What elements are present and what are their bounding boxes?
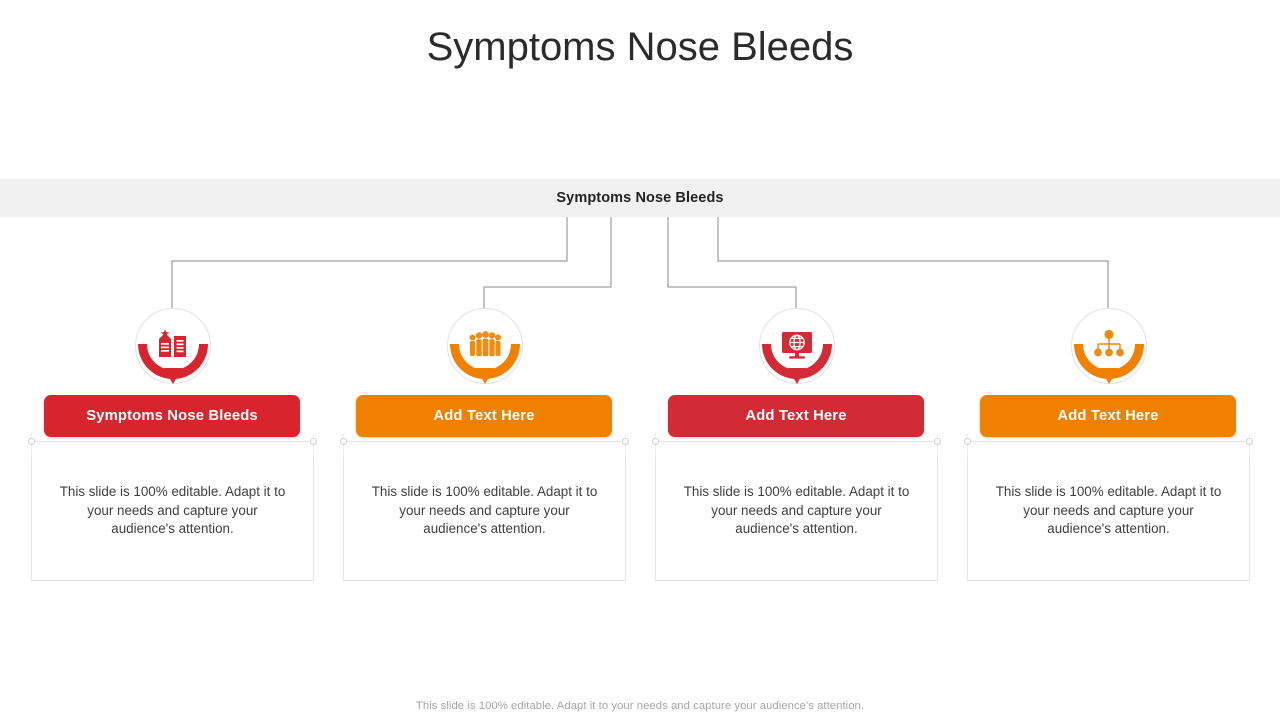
- selection-handle[interactable]: [339, 438, 347, 445]
- icon-arc-decoration: [761, 344, 832, 384]
- branch-column-1: Symptoms Nose Bleeds This slide is 100% …: [27, 308, 317, 581]
- guide-line: [1249, 433, 1250, 457]
- branch-4-body-card[interactable]: This slide is 100% editable. Adapt it to…: [967, 441, 1250, 581]
- guide-line: [655, 433, 656, 457]
- selection-handle[interactable]: [933, 438, 941, 445]
- branch-1-body-text: This slide is 100% editable. Adapt it to…: [59, 484, 286, 537]
- branch-1-body-card[interactable]: This slide is 100% editable. Adapt it to…: [31, 441, 314, 581]
- hospital-building-icon: [158, 329, 186, 358]
- people-group-icon: [469, 331, 501, 357]
- selection-handle[interactable]: [1245, 438, 1253, 445]
- guide-line: [625, 433, 626, 457]
- branch-3-body-text: This slide is 100% editable. Adapt it to…: [683, 484, 910, 537]
- branch-4-icon-badge: [1070, 308, 1147, 384]
- branch-3-body-card[interactable]: This slide is 100% editable. Adapt it to…: [655, 441, 938, 581]
- org-chart-icon: [1093, 330, 1124, 357]
- footer-note: This slide is 100% editable. Adapt it to…: [415, 700, 865, 712]
- selection-handle[interactable]: [963, 438, 971, 445]
- guide-line: [967, 433, 968, 457]
- branch-2-pill-button[interactable]: Add Text Here: [356, 395, 612, 437]
- branch-2-body-card[interactable]: This slide is 100% editable. Adapt it to…: [343, 441, 626, 581]
- branch-1-icon-badge: [134, 308, 211, 384]
- guide-line: [343, 433, 344, 457]
- root-node-label: Symptoms Nose Bleeds: [556, 190, 724, 206]
- branch-column-2: Add Text Here This slide is 100% editabl…: [339, 308, 629, 581]
- branch-3-pill-button[interactable]: Add Text Here: [668, 395, 924, 437]
- page-title: Symptoms Nose Bleeds: [426, 25, 854, 69]
- guide-line: [313, 433, 314, 457]
- root-node-bar[interactable]: Symptoms Nose Bleeds: [0, 179, 1280, 217]
- selection-handle[interactable]: [309, 438, 317, 445]
- branch-column-3: Add Text Here This slide is 100% editabl…: [651, 308, 941, 581]
- selection-handle[interactable]: [27, 438, 35, 445]
- branch-1-pill-label: Symptoms Nose Bleeds: [86, 408, 258, 424]
- branch-2-icon-badge: [446, 308, 523, 384]
- guide-line: [31, 433, 32, 457]
- branch-3-icon-badge: [758, 308, 835, 384]
- icon-arc-decoration: [137, 344, 208, 384]
- branch-2-body-text: This slide is 100% editable. Adapt it to…: [371, 484, 598, 537]
- branch-1-pill-button[interactable]: Symptoms Nose Bleeds: [44, 395, 300, 437]
- selection-handle[interactable]: [651, 438, 659, 445]
- icon-arc-decoration: [449, 344, 520, 384]
- branch-column-4: Add Text Here This slide is 100% editabl…: [963, 308, 1253, 581]
- branch-4-pill-button[interactable]: Add Text Here: [980, 395, 1236, 437]
- selection-handle[interactable]: [621, 438, 629, 445]
- branch-4-body-text: This slide is 100% editable. Adapt it to…: [995, 484, 1222, 537]
- icon-arc-decoration: [1073, 344, 1144, 384]
- branch-4-pill-label: Add Text Here: [1057, 408, 1159, 424]
- branch-3-pill-label: Add Text Here: [745, 408, 847, 424]
- monitor-globe-icon: [781, 332, 812, 360]
- branch-2-pill-label: Add Text Here: [433, 408, 535, 424]
- guide-line: [937, 433, 938, 457]
